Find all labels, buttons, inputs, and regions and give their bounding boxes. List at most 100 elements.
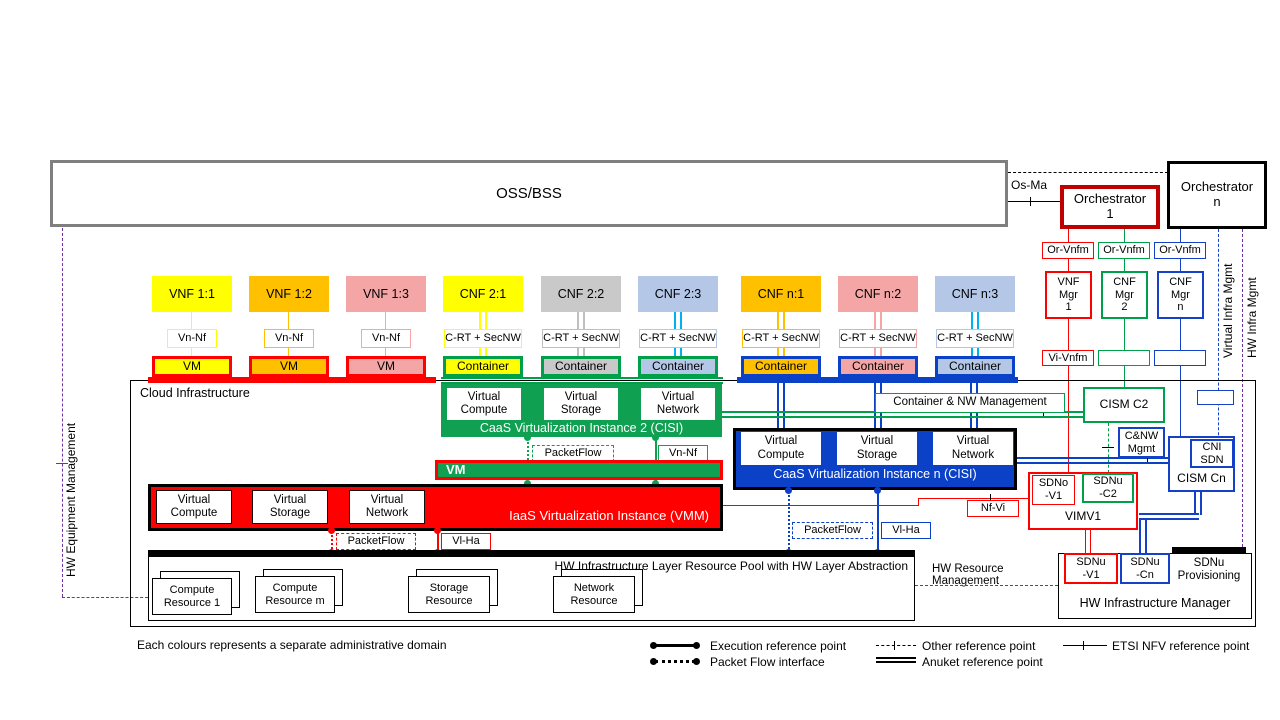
admin-domain-note: Each colours represents a separate admin… <box>137 638 447 652</box>
iaas-box <box>148 484 723 531</box>
vnf-mgr-1-box: VNF Mgr 1 <box>1045 271 1092 319</box>
iface-box: C-RT + SecNW <box>936 329 1014 348</box>
empty-green-ref-box <box>1098 350 1150 366</box>
vn-nf-label-green: Vn-Nf <box>658 445 708 462</box>
runtime-box: VM <box>249 356 329 377</box>
hw-pool-top-bar <box>148 550 915 557</box>
cisin-connector <box>777 383 785 428</box>
execution-dot <box>652 434 659 441</box>
iface-box: C-RT + SecNW <box>444 329 522 348</box>
anuket-line-vim-sdnuv1 <box>1085 530 1091 553</box>
nf-box: CNF n:3 <box>935 276 1015 312</box>
oss-bss-box: OSS/BSS <box>50 160 1008 227</box>
cloud-infrastructure-box <box>130 380 1256 627</box>
iaas-label: IaaS Virtualization Instance (VMM) <box>509 507 709 523</box>
sdnu-prov-bar <box>1172 547 1246 554</box>
vm-group-bar <box>148 377 436 383</box>
runtime-box: Container <box>541 356 621 377</box>
nf-connector <box>479 312 487 329</box>
iaas-virtual-storage: Virtual Storage <box>252 490 328 524</box>
cloud-infrastructure-label: Cloud Infrastructure <box>140 386 250 400</box>
nf-box: VNF 1:1 <box>152 276 232 312</box>
execution-dot <box>652 480 659 487</box>
cni-sdn-box: CNI SDN <box>1190 439 1234 468</box>
cisin-virtual-storage: Virtual Storage <box>837 432 917 465</box>
iface-box: Vn-Nf <box>361 329 411 348</box>
vl-ha-line-red <box>437 531 439 553</box>
containern-group-bar <box>737 377 1018 383</box>
hw-infra-manager-label: HW Infrastructure Manager <box>1079 595 1231 610</box>
hw-resource-mgmt-label: HW Resource Management <box>932 563 1004 587</box>
cnw-mgmt-box: C&NW Mgmt <box>1118 427 1165 458</box>
container-nw-mgmt-box: Container & NW Management <box>875 393 1065 413</box>
legend-other-tick <box>894 641 895 650</box>
nf-connector <box>479 348 487 357</box>
other-ref-line-oss-orchn <box>1008 172 1168 173</box>
legend-other-line <box>876 645 916 646</box>
network-resource: Network Resource <box>553 576 635 613</box>
legend-etsi-label: ETSI NFV reference point <box>1112 639 1250 653</box>
cisin-label: CaaS Virtualization Instance n (CISI) <box>773 466 977 481</box>
anuket-line-cisin-cismcn <box>1017 457 1168 464</box>
nf-connector <box>577 312 585 329</box>
nf-connector <box>191 312 192 329</box>
iface-box: C-RT + SecNW <box>542 329 620 348</box>
nf-connector <box>385 348 386 357</box>
anuket-line-cismcn-down <box>1194 492 1202 515</box>
anuket-line-cismcn-across <box>1139 513 1199 520</box>
vl-ha-label-red: Vl-Ha <box>441 533 491 550</box>
packetflow-line-red <box>331 531 333 553</box>
runtime-box: Container <box>638 356 718 377</box>
nf-connector <box>971 312 979 329</box>
cnf-mgr-2-box: CNF Mgr 2 <box>1101 271 1148 319</box>
cisi2-virtual-storage: Virtual Storage <box>544 388 618 420</box>
nf-box: VNF 1:3 <box>346 276 426 312</box>
legend-execution-line <box>653 644 697 647</box>
line-vivnfm-green <box>1124 319 1125 350</box>
packetflow-label-red: PacketFlow <box>336 533 416 550</box>
hw-equipment-mgmt-line-bottom <box>62 597 148 598</box>
cnf-mgr-n-box: CNF Mgr n <box>1157 271 1204 319</box>
iface-box: C-RT + SecNW <box>639 329 717 348</box>
orchestrator-1-box: Orchestrator 1 <box>1060 185 1160 229</box>
legend-anuket-line <box>876 657 916 663</box>
iaas-virtual-compute: Virtual Compute <box>156 490 232 524</box>
vl-ha-line-blue <box>877 490 879 553</box>
legend-packetflow-dot <box>693 658 700 665</box>
vm-layer-bar: VM <box>435 460 723 480</box>
sdnu-cn-box: SDNu -Cn <box>1120 553 1170 584</box>
nf-connector <box>674 348 682 357</box>
cism-c2-box: CISM C2 <box>1083 387 1165 423</box>
iface-box: Vn-Nf <box>167 329 217 348</box>
virtual-infra-mgmt-line <box>1218 229 1219 465</box>
nf-connector <box>191 348 192 357</box>
line-green-to-cismc2 <box>1124 366 1125 387</box>
nf-connector <box>874 312 882 329</box>
execution-dot <box>434 527 441 534</box>
runtime-box: Container <box>935 356 1015 377</box>
nf-connector <box>674 312 682 329</box>
empty-blue-small-box <box>1197 390 1234 405</box>
cisi2-virtual-network: Virtual Network <box>641 388 715 420</box>
packetflow-line-blue <box>788 490 790 553</box>
orchestrator-n-box: Orchestrator n <box>1167 161 1267 229</box>
line-red-to-vim <box>1068 366 1069 474</box>
hw-pool-label: HW Infrastructure Layer Resource Pool wi… <box>554 558 908 573</box>
nf-connector <box>288 312 289 329</box>
legend-etsi-line <box>1063 645 1107 646</box>
iface-box: C-RT + SecNW <box>742 329 820 348</box>
legend-packetflow-label: Packet Flow interface <box>710 655 825 669</box>
nf-box: VNF 1:2 <box>249 276 329 312</box>
hw-equipment-tick <box>56 463 68 464</box>
nf-connector <box>874 348 882 357</box>
virtual-infra-mgmt-label: Virtual Infra Mgmt <box>1221 263 1235 358</box>
runtime-box: Container <box>443 356 523 377</box>
nf-connector <box>577 348 585 357</box>
nf-vi-line-step <box>918 498 919 505</box>
storage-resource: Storage Resource <box>408 576 490 613</box>
etsi-line-os-ma <box>1008 201 1060 202</box>
sdnu-provisioning-label: SDNu Provisioning <box>1177 556 1241 582</box>
hw-infra-mgmt-line <box>1242 229 1243 547</box>
hw-infra-mgmt-label: HW Infra Mgmt <box>1245 277 1259 358</box>
